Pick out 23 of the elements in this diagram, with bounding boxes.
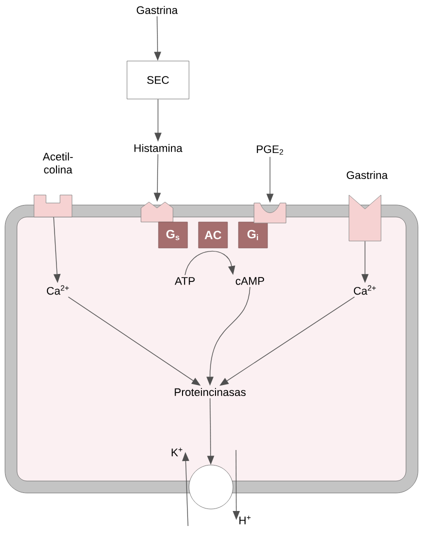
arrow xyxy=(184,250,236,276)
receptor xyxy=(140,202,174,222)
pump-circle xyxy=(188,464,234,510)
protein-box: G$_{s}$ xyxy=(158,222,188,248)
substance-label: Gastrina xyxy=(136,6,178,14)
substance-label: Proteincinasas xyxy=(174,388,246,396)
substance-label: Acetil- colina xyxy=(42,152,73,174)
substance-label: ATP xyxy=(174,277,195,285)
receptor xyxy=(348,194,382,242)
receptor xyxy=(34,194,72,218)
substance-label: Ca$^{2+}$ xyxy=(46,285,69,295)
substance-label: H$^{+}$ xyxy=(239,516,251,524)
protein-box: G$_{i}$ xyxy=(238,222,268,248)
substance-label: Histamina xyxy=(134,144,182,152)
substance-label: Ca$^{2+}$ xyxy=(354,285,376,295)
substance-label: PGE$_{2}$ xyxy=(256,145,284,155)
receptor xyxy=(254,202,286,224)
substance-label: cAMP xyxy=(236,277,264,285)
cell-box: SEC xyxy=(126,60,190,100)
parietal-cell xyxy=(4,204,418,494)
substance-label: K$^{+}$ xyxy=(172,448,182,456)
substance-label: Gastrina xyxy=(346,170,388,180)
protein-box: AC xyxy=(198,222,228,248)
